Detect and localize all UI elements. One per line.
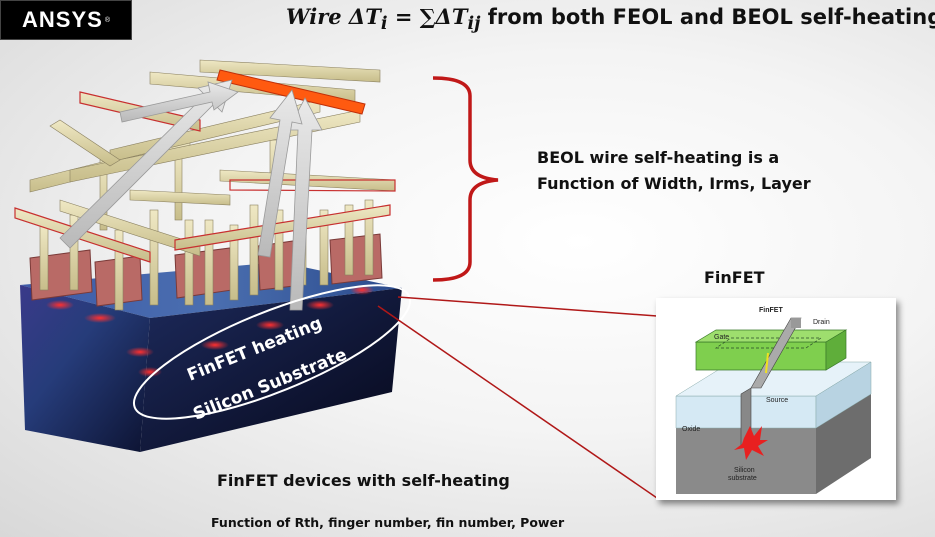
inset-drain-label: Drain [813,319,830,326]
page-title: Wire ΔTi = ∑ΔTij from both FEOL and BEOL… [286,4,935,36]
inset-substrate-label-1: Silicon [734,467,755,474]
callout-line-bottom [377,305,658,499]
logo-registered-mark: ® [104,16,110,24]
finfet-inset-diagram: FinFET Gate Drain Source Oxide Silicon s… [675,307,872,494]
highlighted-wires [14,91,396,263]
beol-line-1: BEOL wire self-heating is a [537,148,780,167]
title-sum: = ∑ΔT [387,4,468,29]
inset-substrate-label-2: substrate [728,475,757,482]
beol-bracket [432,76,499,282]
substrate-highlight-ellipse [132,284,412,420]
title-text: from both FEOL and BEOL self-heating [480,5,935,29]
function-label: Function of Rth, finger number, fin numb… [211,515,565,530]
finfet-inset: FinFET Gate Drain Source Oxide Silicon s… [656,298,896,500]
inset-source-label: Source [766,397,788,404]
inset-gate-label: Gate [714,334,729,341]
inset-oxide-label: Oxide [682,426,700,433]
inset-title: FinFET [759,307,783,314]
title-sum-sub: ij [467,14,481,35]
finfet-devices-label: FinFET devices with self-heating [217,471,510,490]
hot-spots [46,285,374,377]
title-formula-sub: i [380,14,388,35]
title-formula: Wire ΔT [286,4,381,29]
finfet-heading: FinFET [704,268,765,287]
beol-line-2: Function of Width, Irms, Layer [537,174,811,193]
callout-line-top [397,296,658,317]
logo-text: ANSYS [22,7,103,32]
beol-description: BEOL wire self-heating is a Function of … [537,145,837,197]
heat-arrows [59,79,323,311]
ansys-logo: ANSYS® [0,0,132,40]
